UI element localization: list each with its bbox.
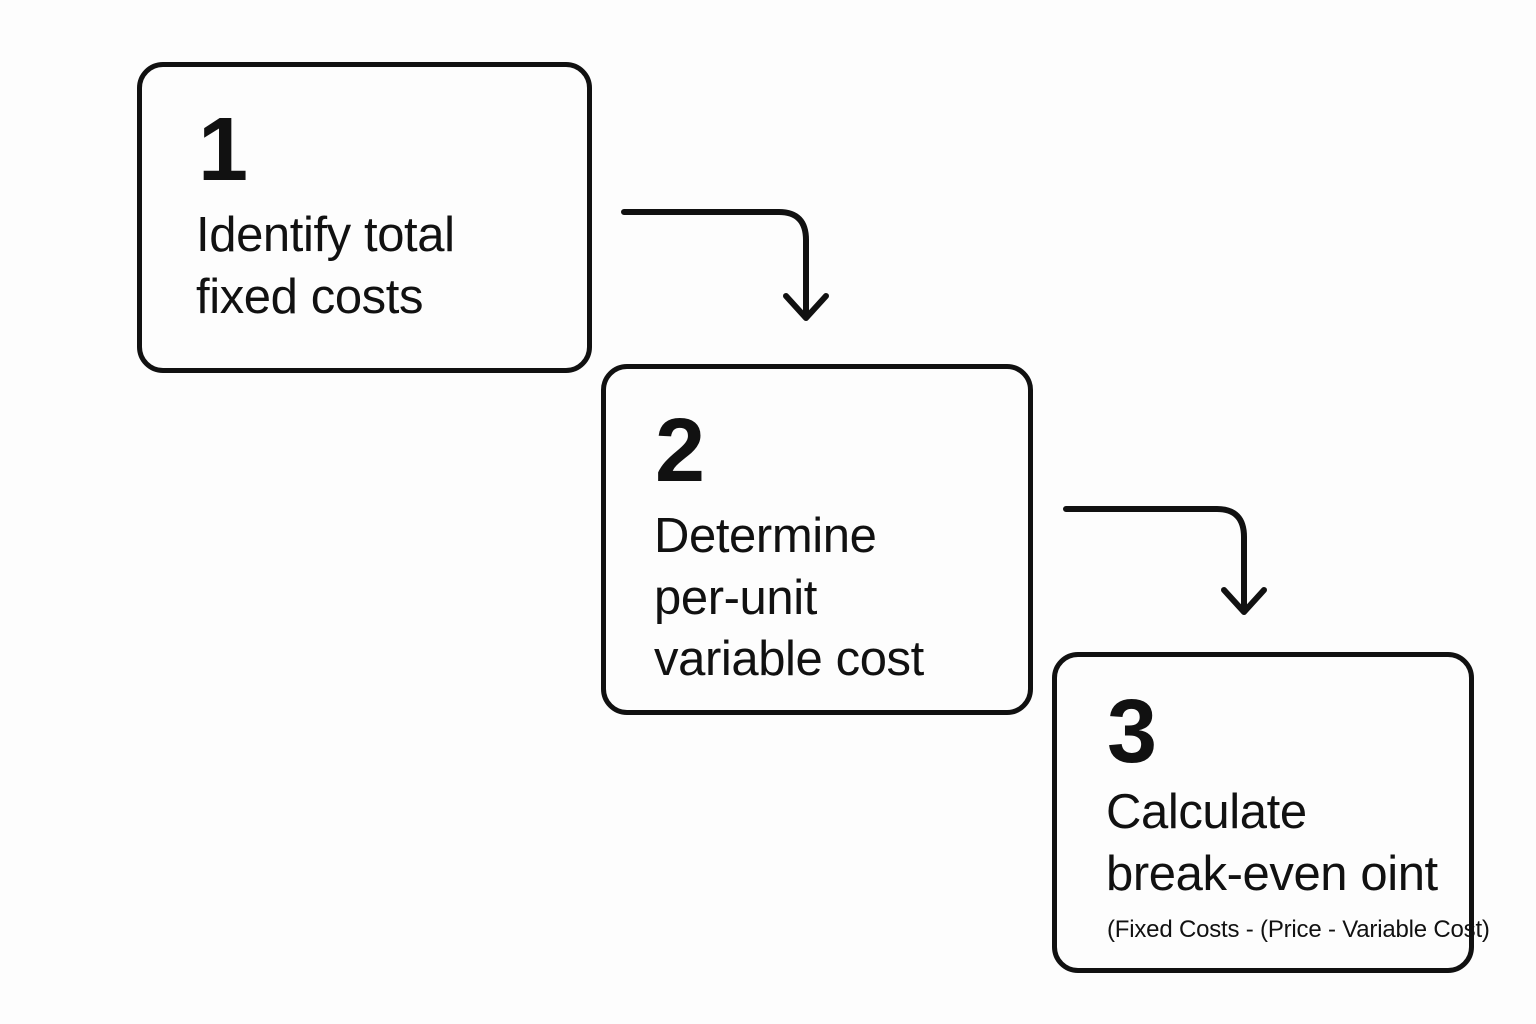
- step-number-1: 1: [198, 100, 248, 200]
- step-formula-3: (Fixed Costs - (Price - Variable Cost): [1107, 916, 1490, 943]
- step-box-1[interactable]: 1 Identify total fixed costs: [137, 62, 592, 373]
- arrow-step2-to-step3: [1063, 506, 1267, 615]
- step-number-2: 2: [655, 401, 705, 501]
- step-number-3: 3: [1107, 682, 1157, 782]
- step-title-1: Identify total fixed costs: [196, 208, 455, 324]
- step-title-2: Determine per-unit variable cost: [654, 509, 924, 687]
- step-box-3[interactable]: 3 Calculate break-even oint (Fixed Costs…: [1052, 652, 1490, 973]
- arrow-step1-to-step2: [621, 209, 829, 321]
- step-box-2[interactable]: 2 Determine per-unit variable cost: [601, 364, 1033, 715]
- step-title-3: Calculate break-even oint: [1106, 785, 1438, 901]
